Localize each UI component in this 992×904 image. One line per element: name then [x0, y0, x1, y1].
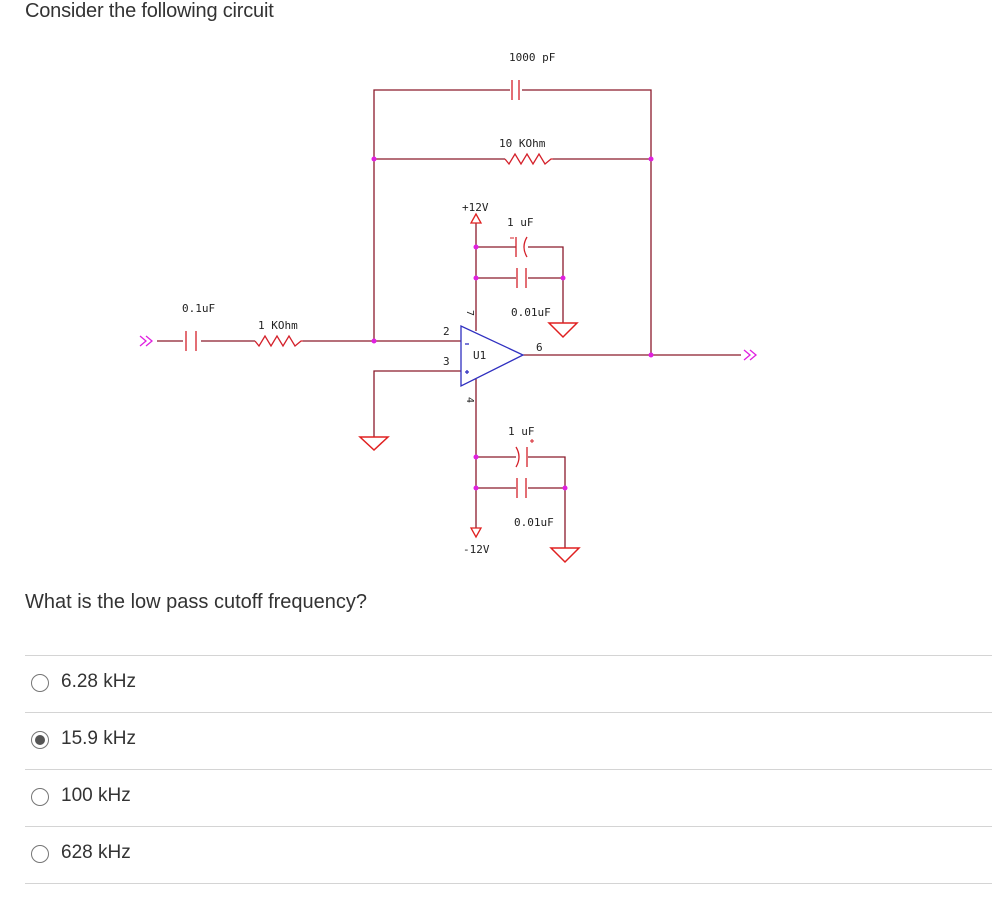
answer-options: 6.28 kHz 15.9 kHz 100 kHz 628 kHz [25, 655, 992, 884]
label-c-input: 0.1uF [182, 302, 215, 315]
label-vpos: +12V [462, 201, 489, 214]
intro-text: Consider the following circuit [25, 0, 274, 22]
label-c-bottom-electrolytic: 1 uF [508, 425, 535, 438]
answer-label: 100 kHz [61, 785, 131, 806]
label-pin3: 3 [443, 355, 450, 368]
label-pin2: 2 [443, 325, 450, 338]
label-pin6: 6 [536, 341, 543, 354]
ground-symbols [358, 322, 581, 564]
opamp-u1 [460, 324, 525, 388]
label-r-input: 1 KOhm [258, 319, 298, 332]
label-pin4: 4 [464, 397, 475, 403]
label-pin7: 7 [464, 310, 475, 316]
answer-label: 628 kHz [61, 842, 131, 863]
radio-button[interactable] [31, 845, 49, 863]
answer-option-4[interactable]: 628 kHz [25, 827, 992, 884]
label-c-feedback: 1000 pF [509, 51, 555, 64]
radio-button[interactable] [31, 788, 49, 806]
answer-label: 15.9 kHz [61, 728, 136, 749]
radio-button-selected[interactable] [31, 731, 49, 749]
label-opamp: U1 [473, 349, 486, 362]
radio-button[interactable] [31, 674, 49, 692]
signal-ports [139, 335, 758, 361]
components [185, 80, 553, 498]
answer-option-1[interactable]: 6.28 kHz [25, 656, 992, 713]
junction-dots [371, 156, 654, 491]
supply-symbols [469, 212, 483, 539]
answer-option-2[interactable]: 15.9 kHz [25, 713, 992, 770]
label-c-top-ceramic: 0.01uF [511, 306, 551, 319]
label-c-bottom-ceramic: 0.01uF [514, 516, 554, 529]
answer-option-3[interactable]: 100 kHz [25, 770, 992, 827]
question-text: What is the low pass cutoff frequency? [25, 591, 368, 613]
label-c-top-electrolytic: 1 uF [507, 216, 534, 229]
label-vneg: -12V [463, 543, 490, 556]
label-r-feedback: 10 KOhm [499, 137, 546, 150]
answer-label: 6.28 kHz [61, 671, 136, 692]
circuit-diagram: 1000 pF 10 KOhm +12V 1 uF 0.01uF 0.1uF 1… [139, 51, 758, 564]
circuit-labels: 1000 pF 10 KOhm +12V 1 uF 0.01uF 0.1uF 1… [182, 51, 555, 556]
